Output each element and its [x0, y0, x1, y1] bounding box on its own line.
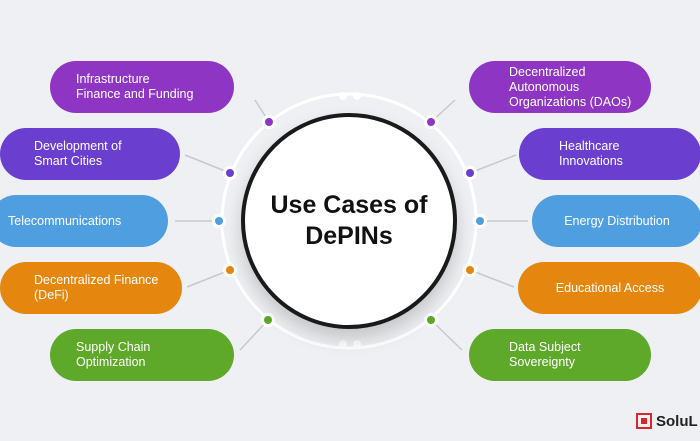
left-use-case-pill: Infrastructure Finance and Funding	[50, 61, 234, 113]
right-use-case-pill: Decentralized Autonomous Organizations (…	[469, 61, 651, 113]
ring-dot	[339, 92, 347, 100]
right-use-case-label: Energy Distribution	[564, 213, 670, 228]
ring-dot	[353, 92, 361, 100]
left-use-case-label: Infrastructure Finance and Funding	[76, 72, 194, 101]
connector-dot	[226, 266, 234, 274]
connector-dot	[427, 118, 435, 126]
brand-logo: SoluL	[636, 410, 698, 432]
connector-dot	[466, 266, 474, 274]
connector-dot	[264, 316, 272, 324]
ring-dot	[339, 340, 347, 348]
connector-dot	[427, 316, 435, 324]
connector-line	[184, 154, 231, 174]
connector-dot	[226, 169, 234, 177]
connector-line	[469, 154, 517, 174]
connector-dot	[466, 169, 474, 177]
right-use-case-label: Healthcare Innovations	[559, 139, 623, 168]
left-use-case-label: Decentralized Finance (DeFi)	[34, 273, 159, 302]
left-use-case-pill: Telecommunications	[0, 195, 168, 247]
connector-dot	[215, 217, 223, 225]
ring-dot	[353, 340, 361, 348]
left-use-case-label: Telecommunications	[8, 213, 122, 228]
left-use-case-pill: Development of Smart Cities	[0, 128, 180, 180]
connector-dot	[476, 217, 484, 225]
center-circle: Use Cases of DePINs	[241, 113, 457, 329]
circuit-logo-icon	[636, 413, 652, 429]
right-use-case-label: Educational Access	[555, 280, 665, 295]
center-title: Use Cases of DePINs	[270, 191, 428, 250]
right-use-case-pill: Healthcare Innovations	[519, 128, 700, 180]
right-use-case-pill: Data Subject Sovereignty	[469, 329, 651, 381]
right-use-case-pill: Educational Access	[518, 262, 700, 314]
connector-line	[469, 269, 515, 288]
left-use-case-pill: Decentralized Finance (DeFi)	[0, 262, 182, 314]
left-use-case-label: Development of Smart Cities	[34, 139, 122, 168]
logo-text: SoluL	[656, 412, 698, 430]
right-use-case-pill: Energy Distribution	[532, 195, 700, 247]
connector-dot	[265, 118, 273, 126]
left-use-case-label: Supply Chain Optimization	[76, 340, 151, 369]
connector-line	[430, 319, 463, 351]
left-use-case-pill: Supply Chain Optimization	[50, 329, 234, 381]
right-use-case-label: Data Subject Sovereignty	[509, 340, 581, 369]
right-use-case-label: Decentralized Autonomous Organizations (…	[509, 64, 632, 109]
connector-line	[186, 269, 231, 288]
